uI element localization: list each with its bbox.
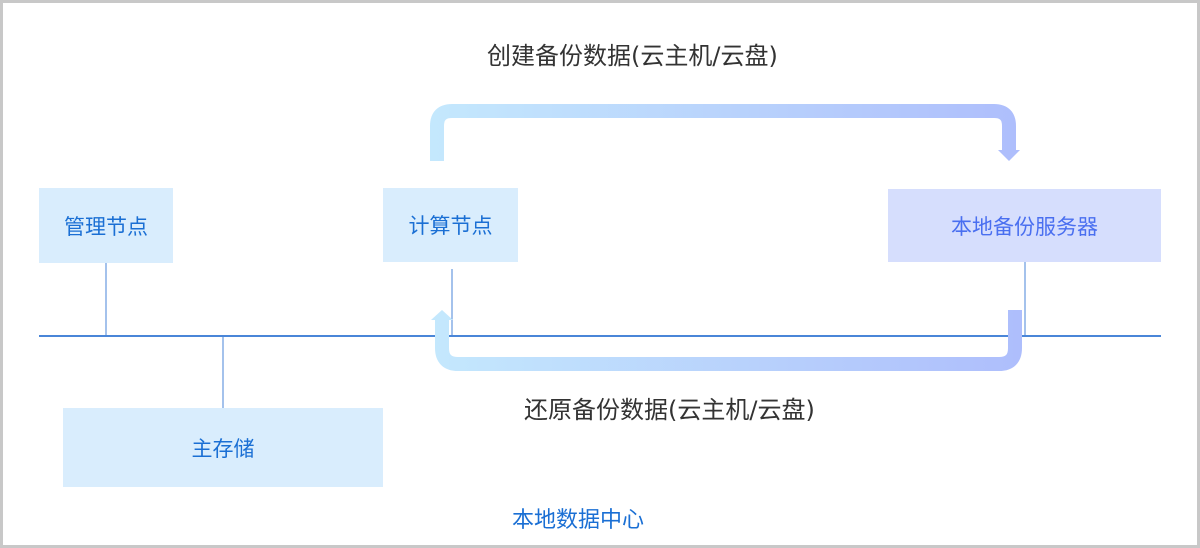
datacenter-label: 本地数据中心 bbox=[512, 508, 645, 533]
backup-server-node: 本地备份服务器 bbox=[888, 189, 1161, 262]
restore-arrowhead bbox=[431, 310, 453, 320]
primary-storage-node: 主存储 bbox=[63, 408, 383, 487]
create-arrowhead bbox=[998, 150, 1020, 161]
create-backup-arrow bbox=[430, 104, 1016, 161]
create-backup-label: 创建备份数据(云主机/云盘) bbox=[487, 42, 778, 70]
compute-node: 计算节点 bbox=[383, 188, 518, 262]
management-node: 管理节点 bbox=[39, 188, 173, 263]
restore-backup-arrow bbox=[435, 310, 1022, 371]
restore-backup-label: 还原备份数据(云主机/云盘) bbox=[524, 396, 815, 424]
